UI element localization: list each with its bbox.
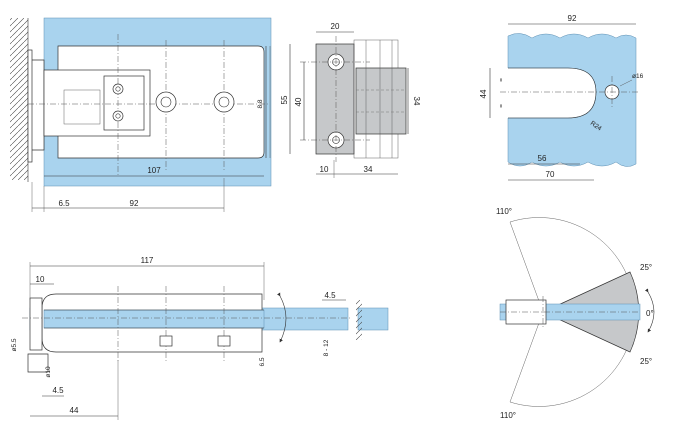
glass-bolt-1 [155, 91, 177, 113]
glass-cutout [507, 33, 637, 167]
dim-4-5-glass: 4.5 [324, 291, 336, 300]
dim-20: 20 [331, 22, 340, 31]
front-view: 107 92 6.5 8.8 [10, 17, 272, 212]
section-rotation [276, 292, 287, 343]
dim-34-right: 34 [412, 97, 421, 106]
angle-25-down: 25° [640, 357, 652, 366]
dim-40: 40 [294, 97, 303, 106]
screw-1 [112, 83, 124, 95]
dim-dia16: ø16 [632, 73, 644, 80]
side-view: 20 55 40 34 10 34 [280, 22, 421, 178]
wall-hatch [10, 18, 28, 180]
dim-dia5-5: ø5.5 [11, 338, 18, 351]
dim-small-1: = [498, 78, 505, 82]
dim-10-section: 10 [36, 275, 45, 284]
screw-2 [112, 110, 124, 122]
dim-34-bottom: 34 [364, 165, 373, 174]
section-view: 117 10 4.5 ø5.5 ø10 4.5 44 6.5 8 - 12 [11, 256, 389, 420]
angle-25-up: 25° [640, 263, 652, 272]
dim-dia10: ø10 [45, 366, 52, 378]
dim-92-cutout: 92 [568, 14, 577, 23]
dim-44: 44 [479, 89, 488, 98]
dim-55: 55 [280, 95, 289, 104]
dim-small-2: = [498, 104, 505, 108]
dim-10: 10 [320, 165, 329, 174]
dim-70: 70 [546, 170, 555, 179]
section-glass-right [357, 307, 389, 331]
angle-0: 0° [646, 309, 654, 318]
dim-8-8: 8.8 [257, 99, 264, 108]
dim-8-12: 8 - 12 [323, 339, 330, 356]
dim-6-5: 6.5 [58, 199, 70, 208]
cutout-view: 92 44 = = ø16 R24 56 70 [479, 14, 644, 181]
angle-110-bottom: 110° [500, 411, 516, 420]
angle-110-top: 110° [496, 207, 512, 216]
dim-107: 107 [147, 166, 161, 175]
dim-44-section: 44 [70, 406, 79, 415]
glass-bolt-2 [213, 91, 235, 113]
dim-4-5-base: 4.5 [52, 386, 64, 395]
dim-92: 92 [130, 199, 139, 208]
rotation-arrow [644, 288, 655, 333]
dim-117: 117 [141, 256, 154, 265]
rotation-view: 110° 110° 25° 25° 0° [496, 207, 655, 420]
dim-56: 56 [538, 154, 547, 163]
dim-6-5-section: 6.5 [259, 357, 266, 366]
